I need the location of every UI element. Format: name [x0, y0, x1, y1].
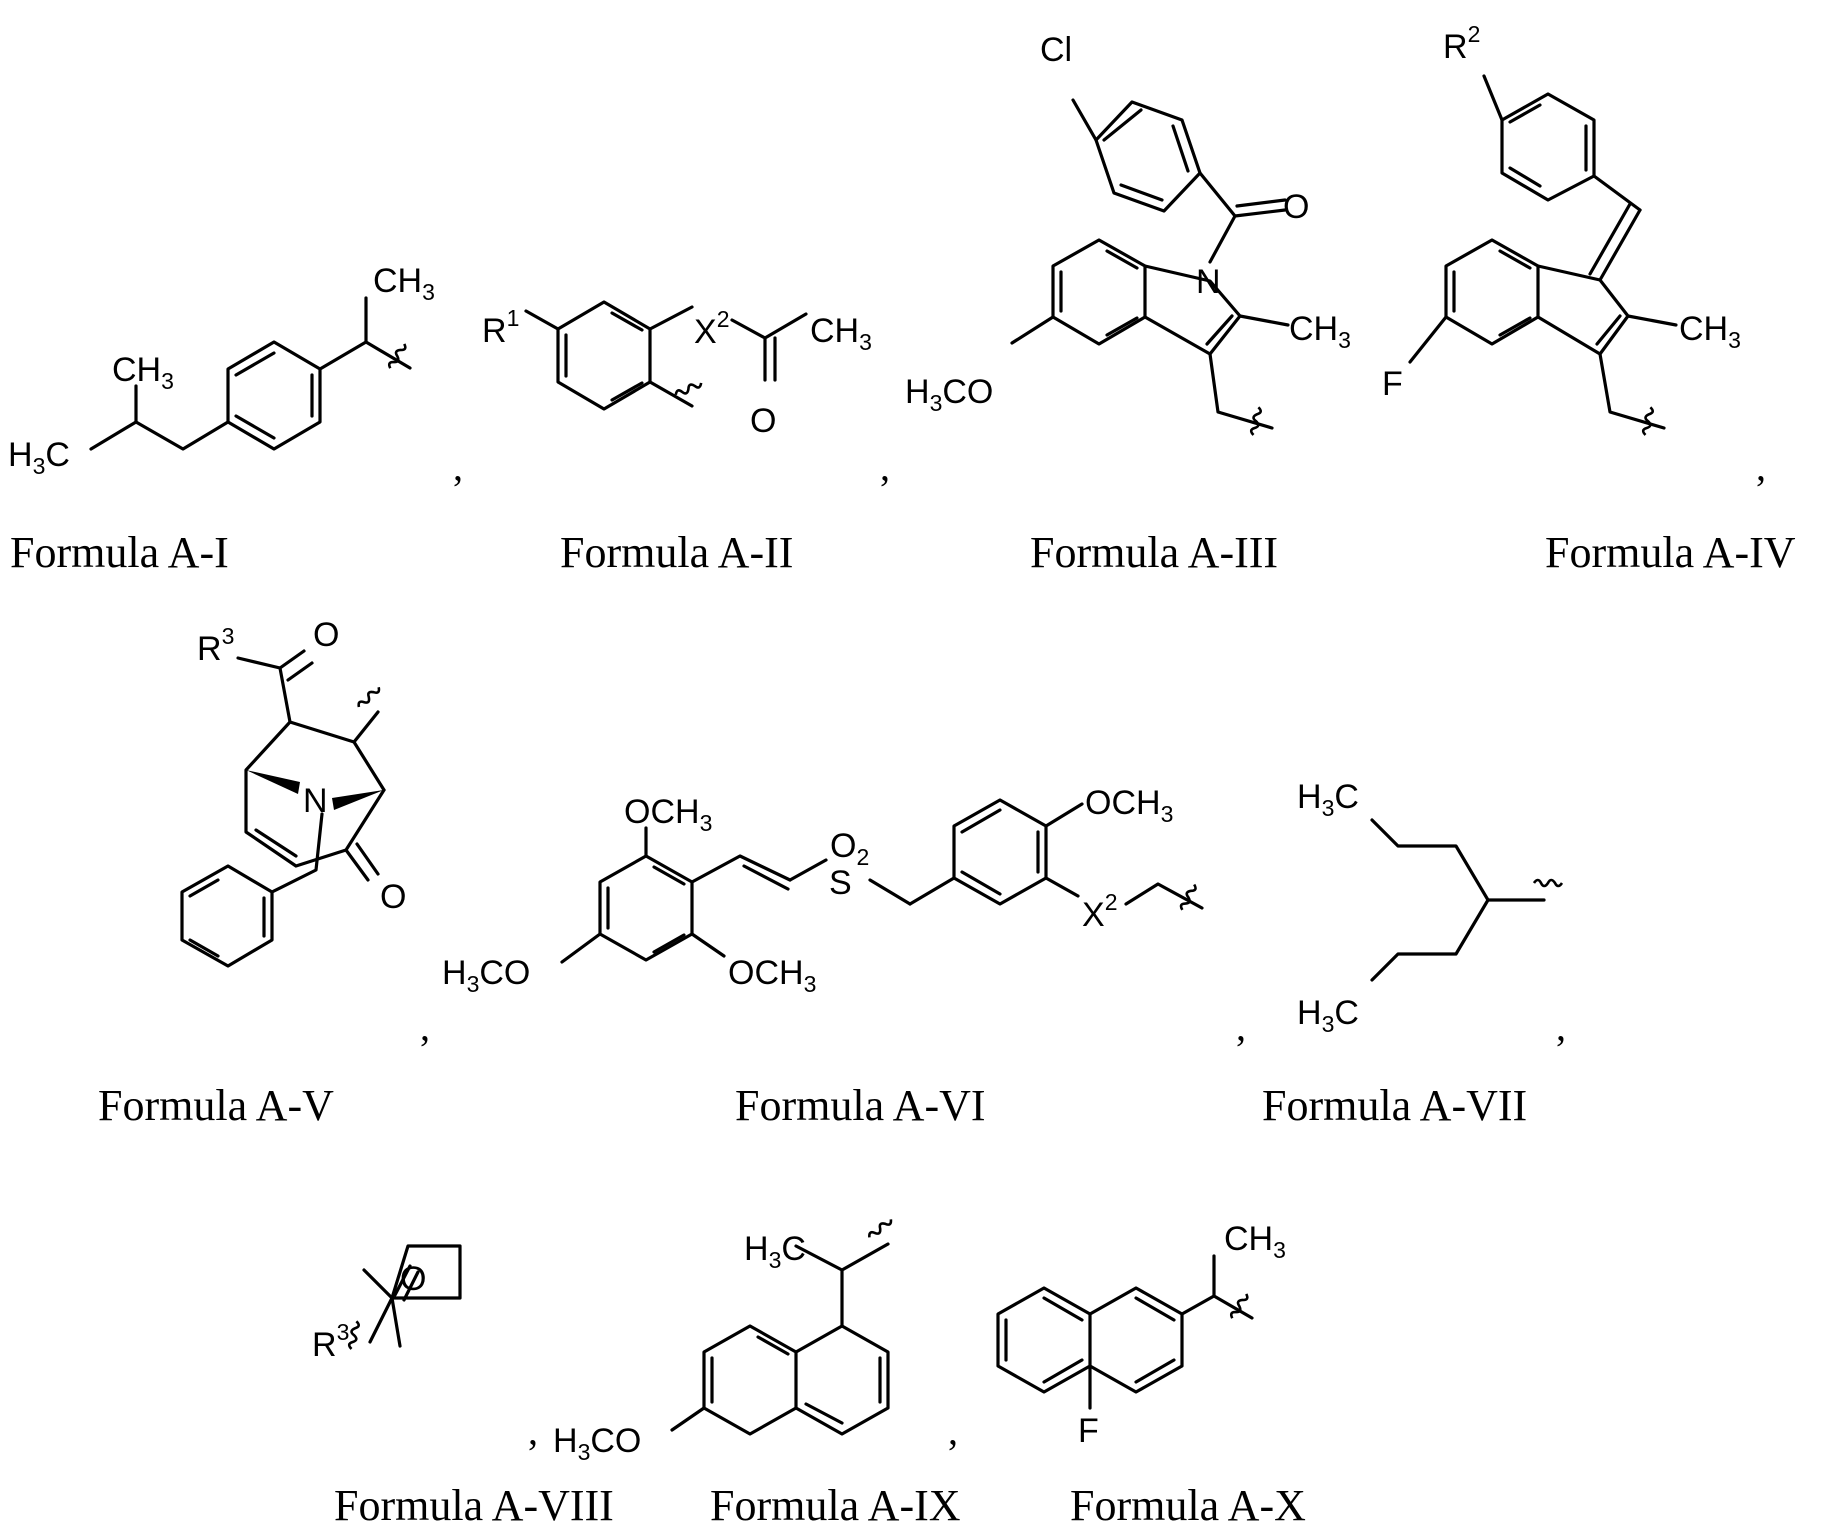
a1-ch3-mid-label: CH3 — [112, 351, 174, 394]
a10-fluorine-label: F — [1078, 1412, 1099, 1450]
caption-formula-a-iii: Formula A-III — [1030, 528, 1278, 577]
formula-a-ix-structure: H3C H3CO — [553, 1217, 893, 1465]
caption-formula-a-x: Formula A-X — [1070, 1481, 1306, 1528]
a5-nitrogen-label: N — [303, 782, 328, 820]
formula-a-iii-structure: Cl O N CH3 H3CO — [905, 31, 1351, 435]
a7-h3c-bottom-label: H3C — [1297, 994, 1359, 1037]
a10-ch3-label: CH3 — [1224, 1220, 1286, 1263]
a7-separator: , — [1556, 1004, 1566, 1049]
a2-r1-label: R1 — [482, 305, 519, 350]
a6-h3co-label: H3CO — [442, 954, 530, 997]
a9-h3co-label: H3CO — [553, 1422, 641, 1465]
formula-a-i-structure: CH3 CH3 H3C — [8, 262, 435, 479]
a5-separator: , — [420, 1004, 430, 1049]
a3-oxygen-label: O — [1283, 188, 1309, 226]
a6-och3-top-label: OCH3 — [624, 793, 712, 836]
a5-oxygen-bottom-label: O — [380, 878, 406, 916]
caption-formula-a-vi: Formula A-VI — [735, 1081, 986, 1130]
a6-och3-bottom-label: OCH3 — [728, 954, 816, 997]
caption-formula-a-viii: Formula A-VIII — [334, 1481, 614, 1528]
caption-formula-a-iv: Formula A-IV — [1545, 528, 1796, 577]
a3-chlorine-label: Cl — [1040, 31, 1072, 69]
a5-r3-label: R3 — [197, 623, 234, 668]
a2-separator: , — [880, 444, 890, 489]
a6-separator: , — [1236, 1004, 1246, 1049]
a5-oxygen-top-label: O — [313, 616, 339, 654]
a2-ch3-label: CH3 — [810, 312, 872, 355]
a9-separator: , — [948, 1408, 958, 1453]
caption-formula-a-v: Formula A-V — [98, 1081, 334, 1130]
a6-och3-right-label: OCH3 — [1085, 784, 1173, 827]
a1-h3c-label: H3C — [8, 436, 70, 479]
formula-a-v-structure: R3 O N O — [182, 616, 406, 966]
formula-a-iv-structure: R2 CH3 F — [1382, 21, 1741, 435]
formula-a-x-structure: CH3 F — [998, 1220, 1286, 1450]
a2-oxygen-label: O — [750, 402, 776, 440]
a2-x2-label: X2 — [694, 306, 729, 351]
caption-formula-a-ix: Formula A-IX — [710, 1481, 961, 1528]
a4-r2-label: R2 — [1443, 21, 1480, 66]
caption-formula-a-vii: Formula A-VII — [1262, 1081, 1527, 1130]
a1-ch3-top-label: CH3 — [373, 262, 435, 305]
a3-nitrogen-label: N — [1196, 263, 1221, 301]
formula-a-viii-structure: R3 O — [312, 1246, 460, 1364]
a3-ch3-label: CH3 — [1289, 310, 1351, 353]
a9-h3c-label: H3C — [744, 1230, 806, 1273]
a6-sulfur-label: S — [829, 864, 852, 902]
formula-a-vi-structure: OCH3 O2 S OCH3 X2 H3CO OCH3 — [442, 784, 1202, 997]
formula-a-ii-structure: R1 X2 CH3 O — [482, 302, 872, 440]
formula-a-vii-structure: H3C H3C — [1297, 778, 1562, 1037]
caption-formula-a-ii: Formula A-II — [560, 528, 793, 577]
a7-h3c-top-label: H3C — [1297, 778, 1359, 821]
a4-separator: , — [1756, 444, 1766, 489]
a8-oxygen-label: O — [400, 1260, 426, 1298]
a6-x2-label: X2 — [1082, 889, 1117, 934]
a8-separator: , — [528, 1408, 538, 1453]
a3-h3co-label: H3CO — [905, 373, 993, 416]
caption-formula-a-i: Formula A-I — [10, 528, 229, 577]
a1-separator: , — [453, 444, 463, 489]
a4-fluorine-label: F — [1382, 365, 1403, 403]
a4-ch3-label: CH3 — [1679, 310, 1741, 353]
a8-r3-label: R3 — [312, 1319, 349, 1364]
